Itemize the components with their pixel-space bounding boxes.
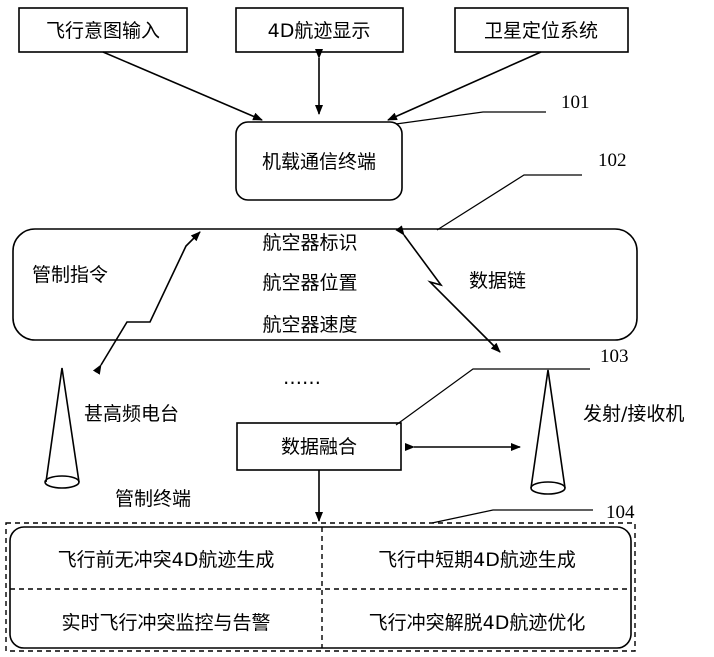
control-command-label: 管制指令: [32, 264, 108, 286]
ref-number-103: 103: [600, 346, 629, 367]
flight-intent-input-label: 飞行意图输入: [46, 20, 160, 42]
conflict-resolution-optimization-label: 飞行冲突解脱4D航迹优化: [369, 612, 586, 634]
control-terminal-label: 管制终端: [115, 488, 191, 510]
4d-trajectory-display-box: 4D航迹显示: [236, 8, 403, 52]
ref-number-104: 104: [606, 502, 635, 523]
4d-trajectory-display-label: 4D航迹显示: [268, 20, 371, 42]
control-terminal-functions-box: 飞行前无冲突4D航迹生成 飞行中短期4D航迹生成 实时飞行冲突监控与告警 飞行冲…: [6, 523, 635, 651]
aircraft-position-label: 航空器位置: [262, 272, 357, 294]
datalink-box: 管制指令 数据链 航空器标识 航空器位置 航空器速度: [13, 229, 637, 340]
data-fusion-label: 数据融合: [281, 436, 357, 458]
transceiver-antenna-icon: [531, 370, 565, 494]
data-fusion-box: 数据融合: [237, 423, 401, 470]
satellite-positioning-box: 卫星定位系统: [455, 8, 628, 52]
airborne-terminal-label: 机载通信终端: [262, 151, 376, 173]
preflight-4d-generation-label: 飞行前无冲突4D航迹生成: [58, 549, 275, 571]
inflight-4d-generation-label: 飞行中短期4D航迹生成: [378, 549, 576, 571]
ref-leader-103: [396, 369, 590, 425]
aircraft-id-label: 航空器标识: [262, 232, 357, 254]
satellite-positioning-label: 卫星定位系统: [484, 20, 598, 42]
ref-leader-104: [432, 510, 593, 523]
intent-to-terminal-arrow: [103, 52, 262, 120]
flight-intent-input-box: 飞行意图输入: [19, 8, 187, 52]
ref-number-101: 101: [561, 92, 590, 113]
ref-number-102: 102: [598, 150, 627, 171]
vhf-station-label: 甚高频电台: [84, 403, 179, 425]
ellipsis-text: ……: [283, 367, 321, 389]
conflict-monitor-alert-label: 实时飞行冲突监控与告警: [61, 612, 270, 634]
datalink-label: 数据链: [469, 270, 526, 292]
vhf-antenna-icon: [45, 368, 79, 488]
ref-leader-102: [437, 175, 582, 230]
airborne-terminal-box: 机载通信终端: [236, 122, 402, 200]
satellite-to-terminal-arrow: [388, 52, 541, 120]
aircraft-speed-label: 航空器速度: [262, 314, 357, 336]
ref-leader-101: [396, 112, 546, 124]
transceiver-label: 发射/接收机: [583, 403, 684, 425]
